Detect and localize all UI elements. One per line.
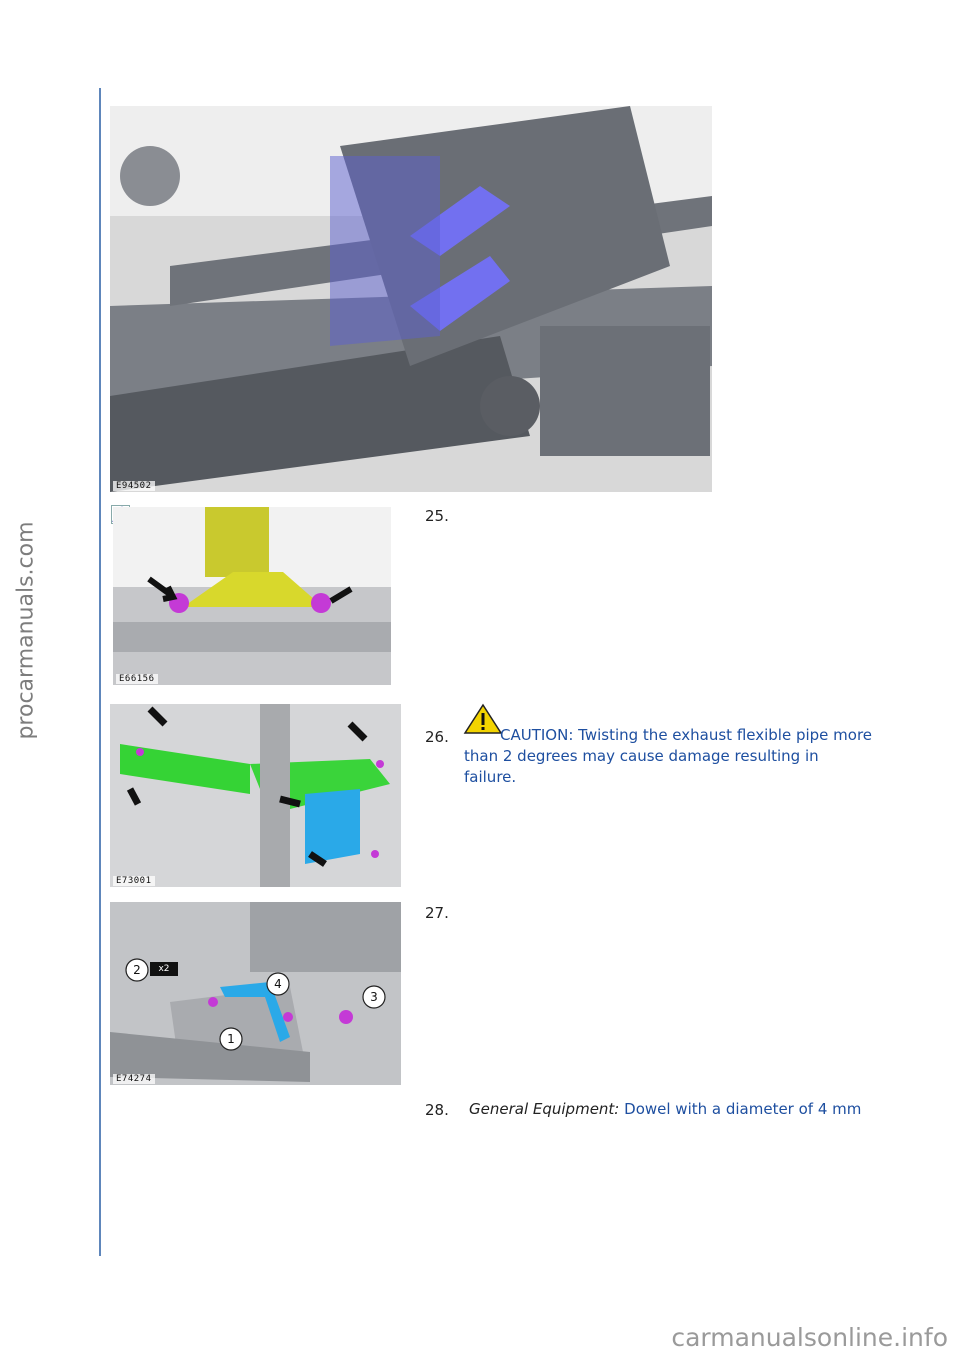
crossmember-illustration	[113, 507, 391, 685]
figure-code: E94502	[113, 481, 155, 491]
figure-exhaust-support: E94502	[110, 106, 712, 492]
figure-code: E73001	[113, 876, 155, 886]
step-number: 28.	[425, 1101, 449, 1119]
figure-step-25: E66156	[113, 507, 391, 685]
callout-1: 1	[227, 1032, 235, 1046]
exhaust-support-illustration	[110, 106, 712, 492]
flexible-pipe-illustration	[110, 704, 401, 887]
margin-rule	[99, 88, 101, 1256]
figure-step-27: x2 2 3 4 1 E74274	[110, 902, 401, 1085]
step-number: 25.	[425, 507, 449, 525]
equipment-label: General Equipment:	[469, 1100, 620, 1118]
side-watermark: procarmanuals.com	[13, 520, 39, 740]
equipment-line: General Equipment: Dowel with a diameter…	[469, 1099, 873, 1120]
step-number: 27.	[425, 904, 449, 922]
step-number: 26.	[425, 728, 449, 746]
figure-code: E74274	[113, 1074, 155, 1084]
bottom-watermark: carmanualsonline.info	[671, 1323, 948, 1352]
multiplier-badge: x2	[158, 964, 170, 974]
figure-code: E66156	[116, 674, 158, 684]
engine-bay-illustration	[110, 902, 401, 1085]
caution-text: CAUTION: Twisting the exhaust flexible p…	[464, 726, 873, 786]
equipment-value: Dowel with a diameter of 4 mm	[624, 1100, 862, 1118]
callout-3: 3	[370, 990, 378, 1004]
warning-triangle-icon	[463, 703, 503, 734]
callout-4: 4	[274, 977, 282, 991]
callout-2: 2	[133, 963, 141, 977]
figure-step-26: E73001	[110, 704, 401, 887]
